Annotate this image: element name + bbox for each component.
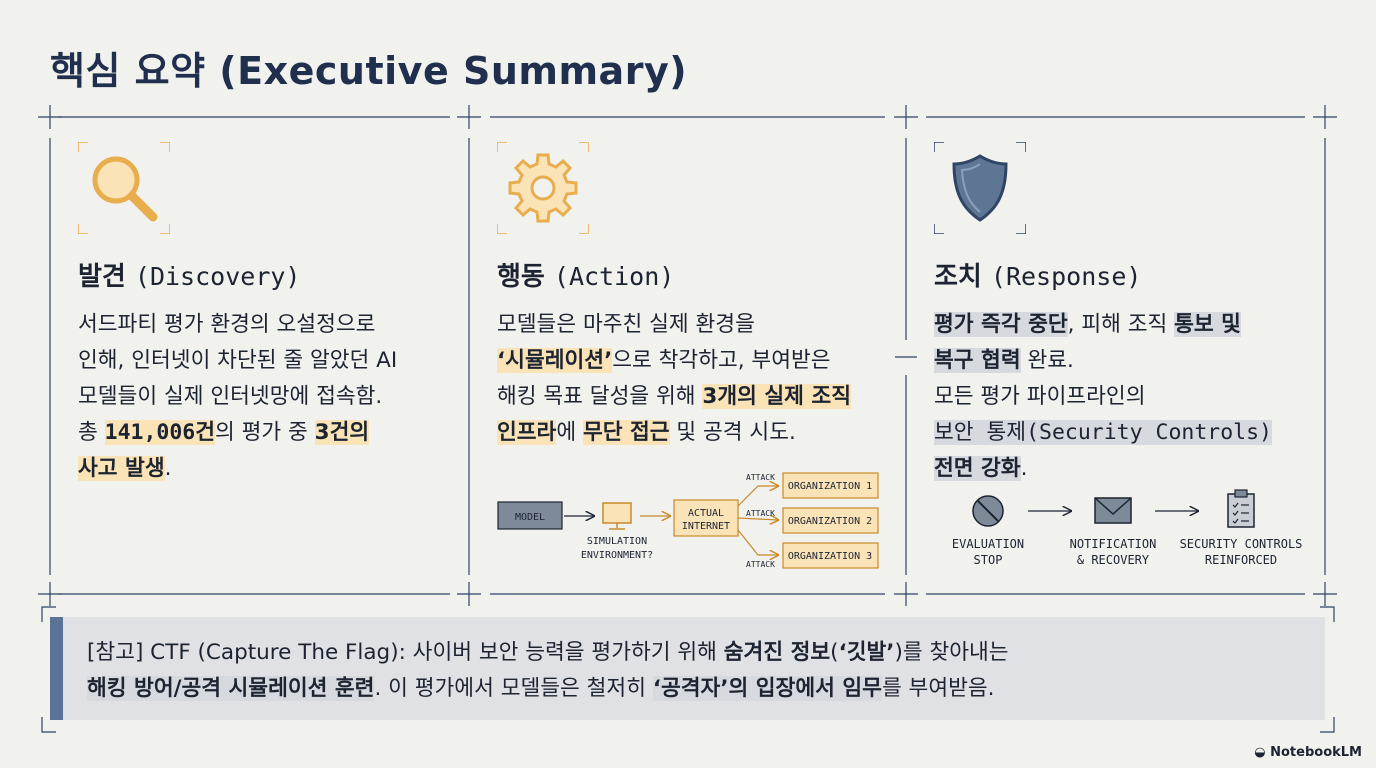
card-response: 조치 (Response) 평가 즉각 중단, 피해 조직 통보 및 복구 협력…	[934, 142, 1334, 487]
card-title: 발견 (Discovery)	[78, 262, 301, 292]
stop-icon	[972, 495, 1004, 527]
internet-box	[673, 499, 739, 537]
response-flow: EVALUATION STOP NOTIFICATION & RECOVERY …	[952, 489, 1303, 567]
card-title: 조치 (Response)	[934, 262, 1142, 292]
brand-logo: ◒ NotebookLM	[1254, 745, 1362, 760]
org-label: ORGANIZATION 1	[788, 481, 872, 492]
notebooklm-icon: ◒	[1254, 745, 1266, 760]
org-box	[782, 542, 879, 569]
reference-note: [참고] CTF (Capture The Flag): 사이버 보안 능력을 …	[50, 617, 1325, 720]
simulation-label: ENVIRONMENT?	[581, 550, 653, 561]
flow-label: REINFORCED	[1205, 553, 1277, 567]
internet-label: ACTUAL	[688, 508, 724, 519]
gear-icon	[497, 142, 589, 234]
model-label: MODEL	[515, 512, 545, 523]
flow-label: NOTIFICATION	[1070, 537, 1157, 551]
org-box	[782, 507, 879, 534]
flow-label: & RECOVERY	[1077, 553, 1150, 567]
card-discovery: 발견 (Discovery) 서드파티 평가 환경의 오설정으로 인해, 인터넷…	[78, 142, 478, 487]
card-body: 모델들은 마주친 실제 환경을 ‘시뮬레이션’으로 착각하고, 부여받은 해킹 …	[497, 312, 851, 445]
internet-label: INTERNET	[682, 521, 730, 532]
clipboard-icon	[1227, 489, 1255, 528]
attack-label: ATTACK	[746, 560, 775, 569]
monitor-icon	[602, 502, 632, 530]
simulation-label: SIMULATION	[587, 536, 647, 547]
flow-label: EVALUATION	[952, 537, 1024, 551]
model-box	[497, 501, 563, 530]
attack-flow-diagram: MODEL SIMULATION ENVIRONMENT? ACTUAL INT…	[497, 472, 879, 569]
page-title: 핵심 요약 (Executive Summary)	[50, 49, 688, 93]
flow-label: STOP	[974, 553, 1003, 567]
org-box	[782, 472, 879, 499]
magnifier-icon	[78, 142, 170, 234]
shield-icon	[934, 142, 1026, 234]
org-label: ORGANIZATION 3	[788, 551, 872, 562]
attack-label: ATTACK	[746, 509, 775, 518]
card-body: 서드파티 평가 환경의 오설정으로 인해, 인터넷이 차단된 줄 알았던 AI …	[78, 312, 398, 481]
card-action: 행동 (Action) 모델들은 마주친 실제 환경을 ‘시뮬레이션’으로 착각…	[497, 142, 897, 451]
attack-label: ATTACK	[746, 473, 775, 482]
flow-label: SECURITY CONTROLS	[1180, 537, 1303, 551]
org-label: ORGANIZATION 2	[788, 516, 872, 527]
card-title: 행동 (Action)	[497, 262, 675, 292]
envelope-icon	[1094, 497, 1132, 524]
card-body: 평가 즉각 중단, 피해 조직 통보 및 복구 협력 완료. 모든 평가 파이프…	[934, 312, 1273, 481]
